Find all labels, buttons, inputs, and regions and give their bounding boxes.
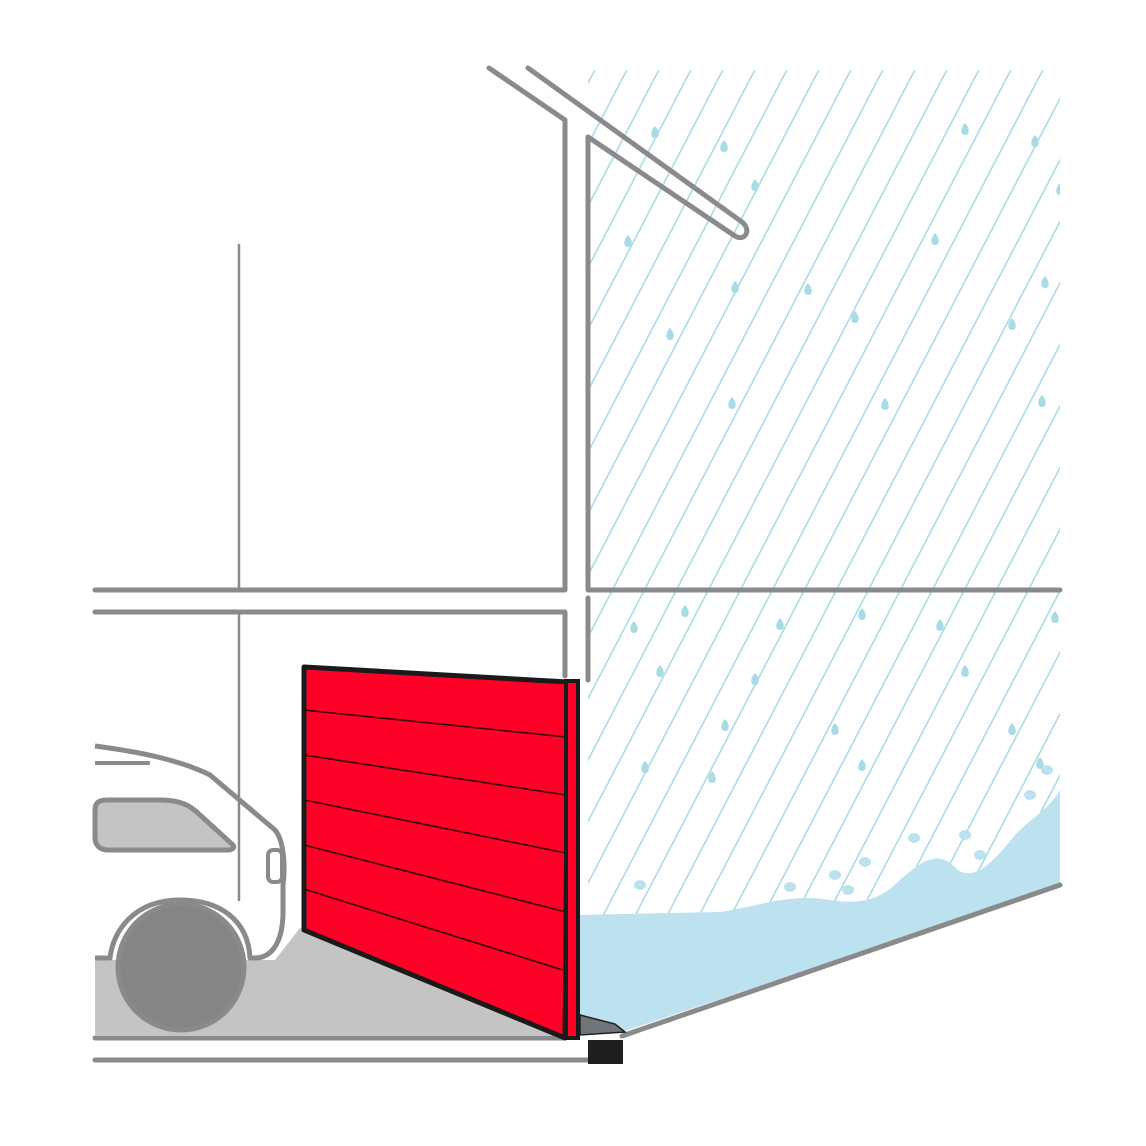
rain-streak bbox=[719, 70, 1060, 1032]
threshold-drain bbox=[579, 1014, 627, 1064]
rain-streak bbox=[588, 70, 793, 1032]
rain-droplet bbox=[731, 281, 739, 293]
building-frame bbox=[92, 65, 1063, 1063]
rain-streak bbox=[1007, 70, 1060, 1032]
rain-droplet bbox=[1051, 611, 1059, 623]
flood-barrier-edge bbox=[564, 679, 580, 1040]
rain-droplet bbox=[751, 673, 759, 685]
flood-barrier-slats bbox=[303, 709, 567, 972]
rain-droplet bbox=[720, 140, 728, 152]
splash-droplet bbox=[784, 882, 796, 892]
rain-droplet bbox=[881, 398, 889, 410]
splash-droplet bbox=[1041, 765, 1053, 775]
rain-streak bbox=[588, 70, 1049, 1032]
rain-streak bbox=[588, 70, 889, 1032]
rain-streak bbox=[588, 70, 825, 1032]
rain-streak bbox=[1136, 60, 1146, 1060]
rain-droplet bbox=[728, 397, 736, 409]
rain-streak bbox=[588, 70, 1017, 1032]
rain-droplet bbox=[851, 311, 859, 323]
rain-streak bbox=[623, 70, 1060, 1032]
rain-droplet bbox=[751, 179, 759, 191]
rain-droplet bbox=[708, 771, 716, 783]
rain-streak bbox=[751, 70, 1060, 1032]
rain-droplet bbox=[961, 665, 969, 677]
rain-streak bbox=[588, 70, 857, 1032]
rain-streak bbox=[783, 70, 1060, 1032]
rain-droplet bbox=[1056, 183, 1060, 195]
barrier-slat bbox=[303, 799, 567, 854]
barrier-slat bbox=[303, 709, 567, 738]
rain-droplet bbox=[630, 621, 638, 633]
rain-droplet bbox=[858, 759, 866, 771]
splash-droplet bbox=[634, 880, 646, 890]
barrier-slat bbox=[303, 844, 567, 913]
rain-droplet bbox=[681, 605, 689, 617]
rain-streak bbox=[1072, 60, 1146, 1060]
rain-droplet bbox=[1036, 757, 1044, 769]
water-splash-droplets bbox=[634, 765, 1053, 895]
splash-droplet bbox=[974, 850, 986, 860]
roof-eave-outer bbox=[92, 65, 568, 593]
rain-droplet bbox=[651, 126, 659, 138]
rain-streak bbox=[1039, 70, 1060, 1032]
rain-droplet bbox=[1008, 318, 1016, 330]
splash-droplet bbox=[842, 885, 854, 895]
rain-droplet bbox=[936, 619, 944, 631]
flood-water bbox=[578, 765, 1060, 1032]
rain-streak bbox=[655, 70, 1060, 1032]
splash-droplet bbox=[959, 830, 971, 840]
splash-droplet bbox=[908, 833, 920, 843]
car-window bbox=[92, 797, 237, 853]
rain-streak bbox=[588, 70, 761, 1032]
splash-droplet bbox=[859, 857, 871, 867]
car-wheel bbox=[115, 901, 247, 1033]
roof-eave-inner bbox=[525, 65, 1063, 593]
ground-line-outside bbox=[619, 882, 1063, 1039]
barrier-slat bbox=[303, 754, 567, 796]
rain-droplet bbox=[656, 665, 664, 677]
flood-water-body bbox=[578, 790, 1060, 1032]
rain-droplet bbox=[666, 328, 674, 340]
splash-droplet bbox=[1024, 790, 1036, 800]
flood-barrier-icon bbox=[301, 664, 580, 1041]
rain-droplet bbox=[961, 123, 969, 135]
rain-streak bbox=[588, 70, 985, 1032]
rain-streak bbox=[588, 70, 729, 1032]
rain-streak bbox=[588, 70, 697, 1032]
rain-droplet bbox=[641, 761, 649, 773]
rain-droplet bbox=[1038, 395, 1046, 407]
car-door-handle bbox=[266, 848, 284, 884]
rain-droplet bbox=[831, 723, 839, 735]
drain-block bbox=[588, 1040, 623, 1064]
rain-streak bbox=[1104, 60, 1146, 1060]
rain-streak bbox=[0, 60, 88, 1060]
rain-streak bbox=[588, 70, 921, 1032]
rain-droplet bbox=[721, 719, 729, 731]
door-lintel bbox=[92, 609, 568, 679]
rain-droplet bbox=[931, 233, 939, 245]
rain-droplet bbox=[624, 235, 632, 247]
barrier-slat bbox=[303, 888, 567, 972]
rain-droplet bbox=[1031, 135, 1039, 147]
splash-droplet bbox=[829, 870, 841, 880]
rain-droplets bbox=[624, 123, 1060, 783]
rain-streak bbox=[591, 70, 1060, 1032]
rain-streak bbox=[0, 60, 24, 1060]
rain-streak bbox=[588, 70, 953, 1032]
car-icon bbox=[92, 743, 287, 1033]
rain-streak bbox=[0, 60, 56, 1060]
rain-droplet bbox=[1041, 276, 1049, 288]
rain-droplet bbox=[804, 283, 812, 295]
rain-droplet bbox=[858, 608, 866, 620]
rain-streak bbox=[687, 70, 1060, 1032]
rain-droplet bbox=[1008, 723, 1016, 735]
rain-droplet bbox=[776, 618, 784, 630]
rain-streak bbox=[588, 70, 1060, 1032]
